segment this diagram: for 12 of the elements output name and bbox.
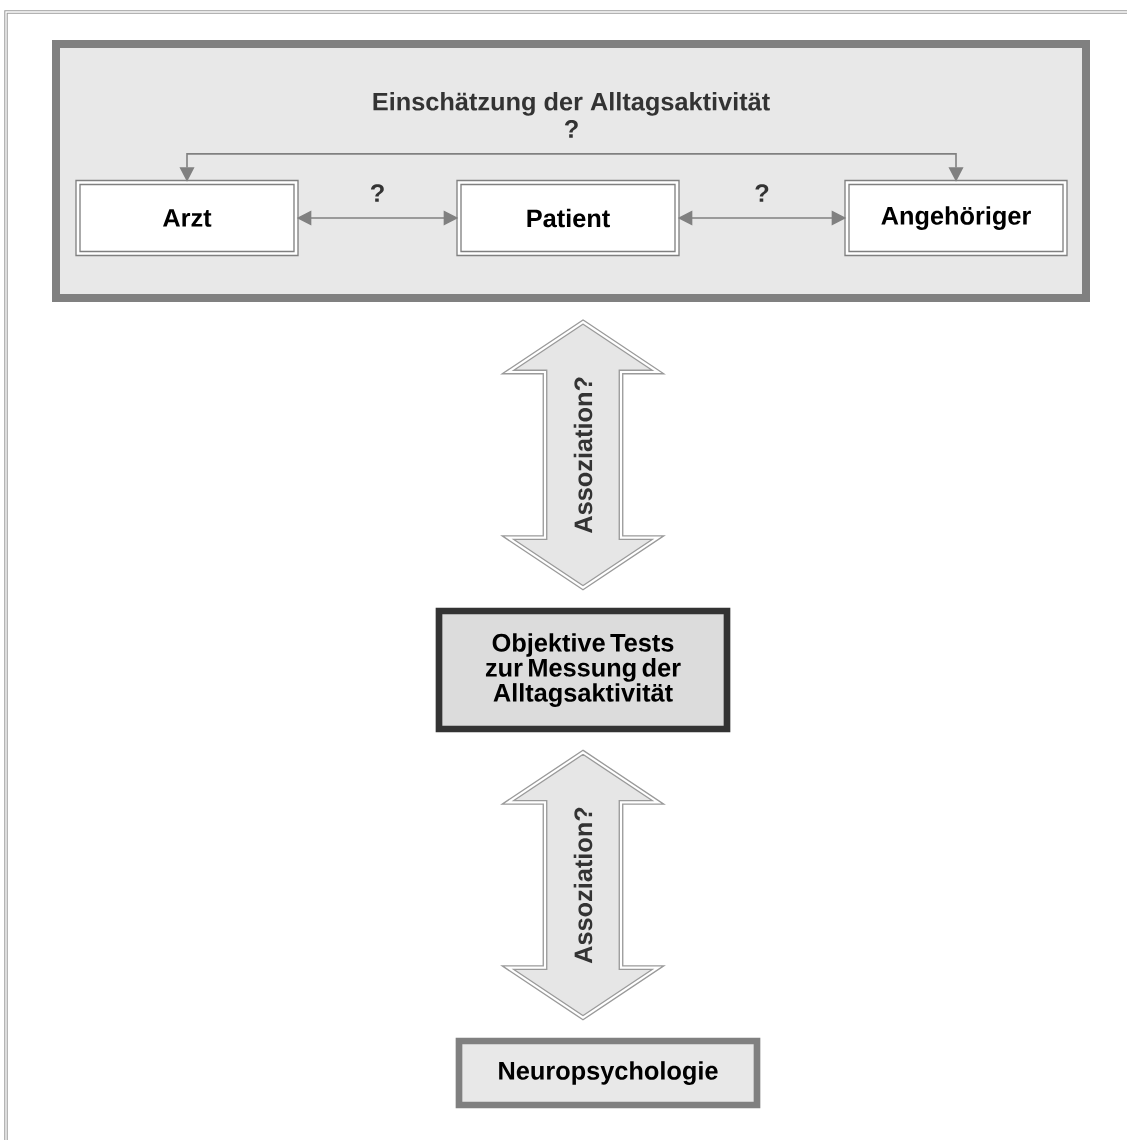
test-box: Objektive Tests zur Messung der Alltagsaktivität xyxy=(435,607,731,733)
person-box: Arzt xyxy=(75,179,299,257)
edge-label: ? xyxy=(755,184,769,202)
block-arrow xyxy=(500,749,666,1021)
field-box: Neuropsychologie xyxy=(455,1037,761,1109)
edge-label: ? xyxy=(370,184,384,202)
person-box: Angehöriger xyxy=(844,179,1068,257)
edge-label: Assoziation? xyxy=(573,377,593,534)
edge-label: ? xyxy=(564,120,578,138)
person-box: Patient xyxy=(456,179,680,257)
block-arrow xyxy=(500,319,666,591)
edge-label: Assoziation? xyxy=(573,807,593,964)
